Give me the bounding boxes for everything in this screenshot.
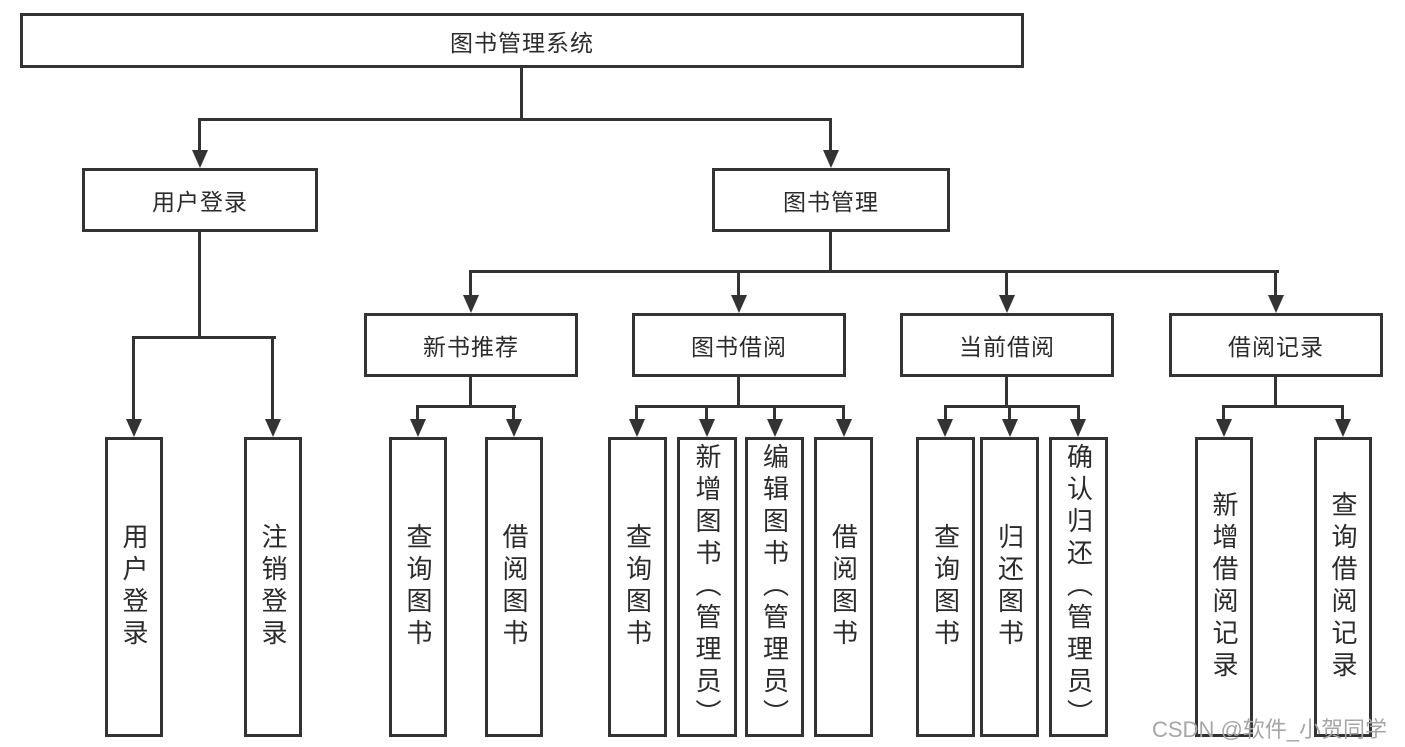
node-query-books-recommend: 查询图书 bbox=[389, 437, 447, 737]
node-borrow-records: 借阅记录 bbox=[1169, 313, 1383, 377]
node-logout-leaf: 注销登录 bbox=[244, 437, 302, 737]
connector-line bbox=[132, 336, 135, 420]
arrowhead-down-icon bbox=[1216, 419, 1232, 437]
connector-line bbox=[1222, 405, 1344, 408]
node-current-borrow: 当前借阅 bbox=[900, 313, 1114, 377]
node-edit-book-admin: 编辑图书（管理员） bbox=[745, 437, 804, 737]
connector-line bbox=[416, 405, 419, 420]
arrowhead-down-icon bbox=[823, 150, 839, 168]
arrowhead-down-icon bbox=[836, 419, 852, 437]
arrowhead-down-icon bbox=[463, 295, 479, 313]
connector-line bbox=[635, 405, 845, 408]
node-query-borrow-record: 查询借阅记录 bbox=[1314, 437, 1372, 737]
connector-line bbox=[198, 232, 201, 339]
connector-line bbox=[944, 405, 947, 420]
connector-line bbox=[132, 336, 276, 339]
arrowhead-down-icon bbox=[767, 419, 783, 437]
arrowhead-down-icon bbox=[699, 419, 715, 437]
connector-line bbox=[1005, 377, 1008, 408]
node-user-login: 用户登录 bbox=[82, 168, 318, 232]
arrowhead-down-icon bbox=[999, 295, 1015, 313]
arrowhead-down-icon bbox=[126, 419, 142, 437]
arrowhead-down-icon bbox=[1002, 419, 1018, 437]
connector-line bbox=[737, 377, 740, 408]
node-query-books-current: 查询图书 bbox=[916, 437, 975, 737]
arrowhead-down-icon bbox=[1268, 295, 1284, 313]
connector-line bbox=[512, 405, 515, 420]
node-return-book: 归还图书 bbox=[980, 437, 1039, 737]
connector-line bbox=[469, 270, 472, 296]
arrowhead-down-icon bbox=[506, 419, 522, 437]
connector-line bbox=[829, 232, 832, 273]
connector-line bbox=[1222, 405, 1225, 420]
arrowhead-down-icon bbox=[410, 419, 426, 437]
connector-line bbox=[198, 118, 832, 121]
node-root: 图书管理系统 bbox=[20, 13, 1024, 68]
arrowhead-down-icon bbox=[1070, 419, 1086, 437]
node-new-book-recommend: 新书推荐 bbox=[364, 313, 578, 377]
connector-line bbox=[842, 405, 845, 420]
arrowhead-down-icon bbox=[192, 150, 208, 168]
arrowhead-down-icon bbox=[731, 295, 747, 313]
connector-line bbox=[198, 118, 201, 151]
connector-line bbox=[469, 377, 472, 408]
node-add-book-admin: 新增图书（管理员） bbox=[677, 437, 737, 737]
node-user-login-leaf: 用户登录 bbox=[105, 437, 163, 737]
connector-line bbox=[829, 118, 832, 151]
connector-line bbox=[1008, 405, 1011, 420]
arrowhead-down-icon bbox=[629, 419, 645, 437]
node-book-borrow: 图书借阅 bbox=[632, 313, 846, 377]
connector-line bbox=[469, 270, 1279, 273]
connector-line bbox=[773, 405, 776, 420]
node-book-management: 图书管理 bbox=[712, 168, 950, 232]
connector-line bbox=[1341, 405, 1344, 420]
node-borrow-books-leaf: 借阅图书 bbox=[814, 437, 873, 737]
connector-line bbox=[737, 270, 740, 296]
connector-line bbox=[635, 405, 638, 420]
arrowhead-down-icon bbox=[265, 419, 281, 437]
connector-line bbox=[944, 405, 1080, 408]
node-query-books-borrow: 查询图书 bbox=[608, 437, 667, 737]
connector-line bbox=[1005, 270, 1008, 296]
watermark-text: CSDN @软件_小贺同学 bbox=[1152, 717, 1388, 742]
node-borrow-books-recommend: 借阅图书 bbox=[485, 437, 543, 737]
arrowhead-down-icon bbox=[1335, 419, 1351, 437]
node-add-borrow-record: 新增借阅记录 bbox=[1195, 437, 1253, 737]
connector-line bbox=[1274, 377, 1277, 408]
arrowhead-down-icon bbox=[937, 419, 953, 437]
connector-line bbox=[520, 68, 523, 121]
connector-line bbox=[271, 336, 274, 420]
node-confirm-return-admin: 确认归还（管理员） bbox=[1049, 437, 1108, 737]
connector-line bbox=[1274, 270, 1277, 296]
connector-line bbox=[1077, 405, 1080, 420]
connector-line bbox=[705, 405, 708, 420]
connector-line bbox=[416, 405, 516, 408]
